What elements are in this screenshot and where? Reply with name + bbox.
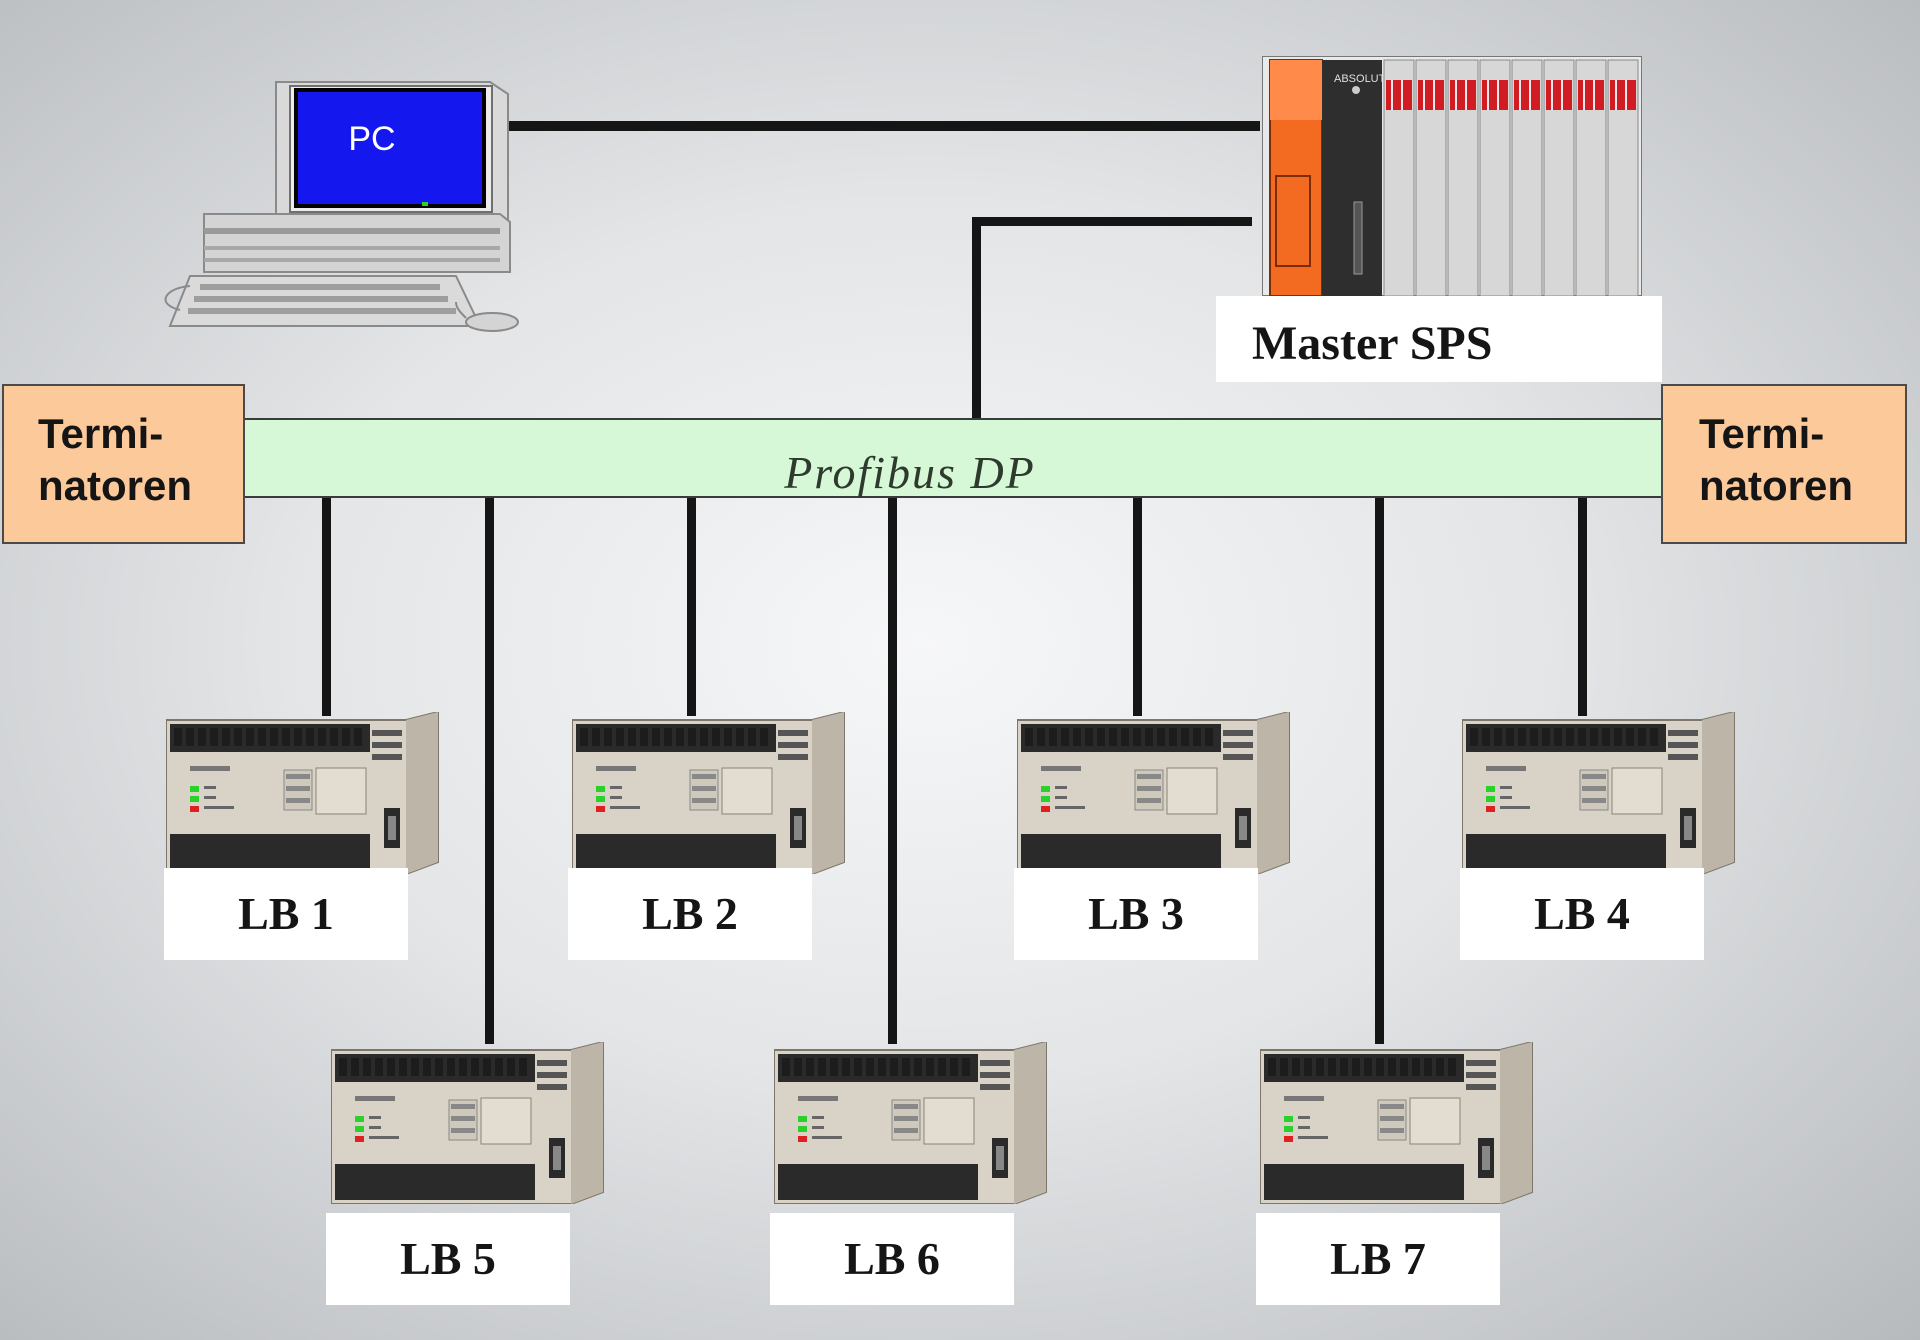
terminator-left-line2: natoren	[38, 462, 193, 509]
slave-plc-icon	[330, 1040, 607, 1205]
slave-plc-icon	[165, 710, 442, 875]
master-bus-cable-horizontal	[972, 217, 1252, 226]
terminator-right-line2: natoren	[1699, 462, 1854, 509]
slave-plc-icon	[1259, 1040, 1536, 1205]
slave-label-lb5: LB 5	[326, 1213, 570, 1305]
slave-plc-icon	[773, 1040, 1050, 1205]
master-brand-text: ABSOLUT	[1334, 73, 1386, 85]
slave-label-lb4: LB 4	[1460, 868, 1704, 960]
pc-screen	[294, 88, 486, 208]
drop-lb4	[1578, 496, 1587, 716]
drop-lb3	[1133, 496, 1142, 716]
terminator-right: Termi- natoren	[1661, 384, 1907, 544]
slave-label-lb2: LB 2	[568, 868, 812, 960]
pc-master-cable	[502, 121, 1260, 131]
slave-label-lb3: LB 3	[1014, 868, 1258, 960]
drop-lb7	[1375, 496, 1384, 1044]
terminator-right-line1: Termi-	[1699, 410, 1825, 457]
bus-label: Profibus DP	[784, 447, 1036, 498]
drop-lb1	[322, 496, 331, 716]
slave-plc-icon	[1461, 710, 1738, 875]
terminator-left-line1: Termi-	[38, 410, 164, 457]
master-bus-cable-vertical	[972, 217, 981, 420]
drop-lb5	[485, 496, 494, 1044]
pc-screen-label: PC	[348, 120, 395, 158]
master-sps-label: Master SPS	[1216, 296, 1662, 382]
drop-lb2	[687, 496, 696, 716]
slave-label-lb7: LB 7	[1256, 1213, 1500, 1305]
master-plc-icon: ABSOLUT	[1262, 56, 1642, 296]
slave-plc-icon	[571, 710, 848, 875]
profibus-dp-bus: Profibus DP	[243, 418, 1663, 498]
pc-computer-icon: PC	[164, 81, 519, 332]
drop-lb6	[888, 496, 897, 1044]
slave-label-lb1: LB 1	[164, 868, 408, 960]
slave-plc-icon	[1016, 710, 1293, 875]
terminator-left: Termi- natoren	[2, 384, 245, 544]
slave-label-lb6: LB 6	[770, 1213, 1014, 1305]
